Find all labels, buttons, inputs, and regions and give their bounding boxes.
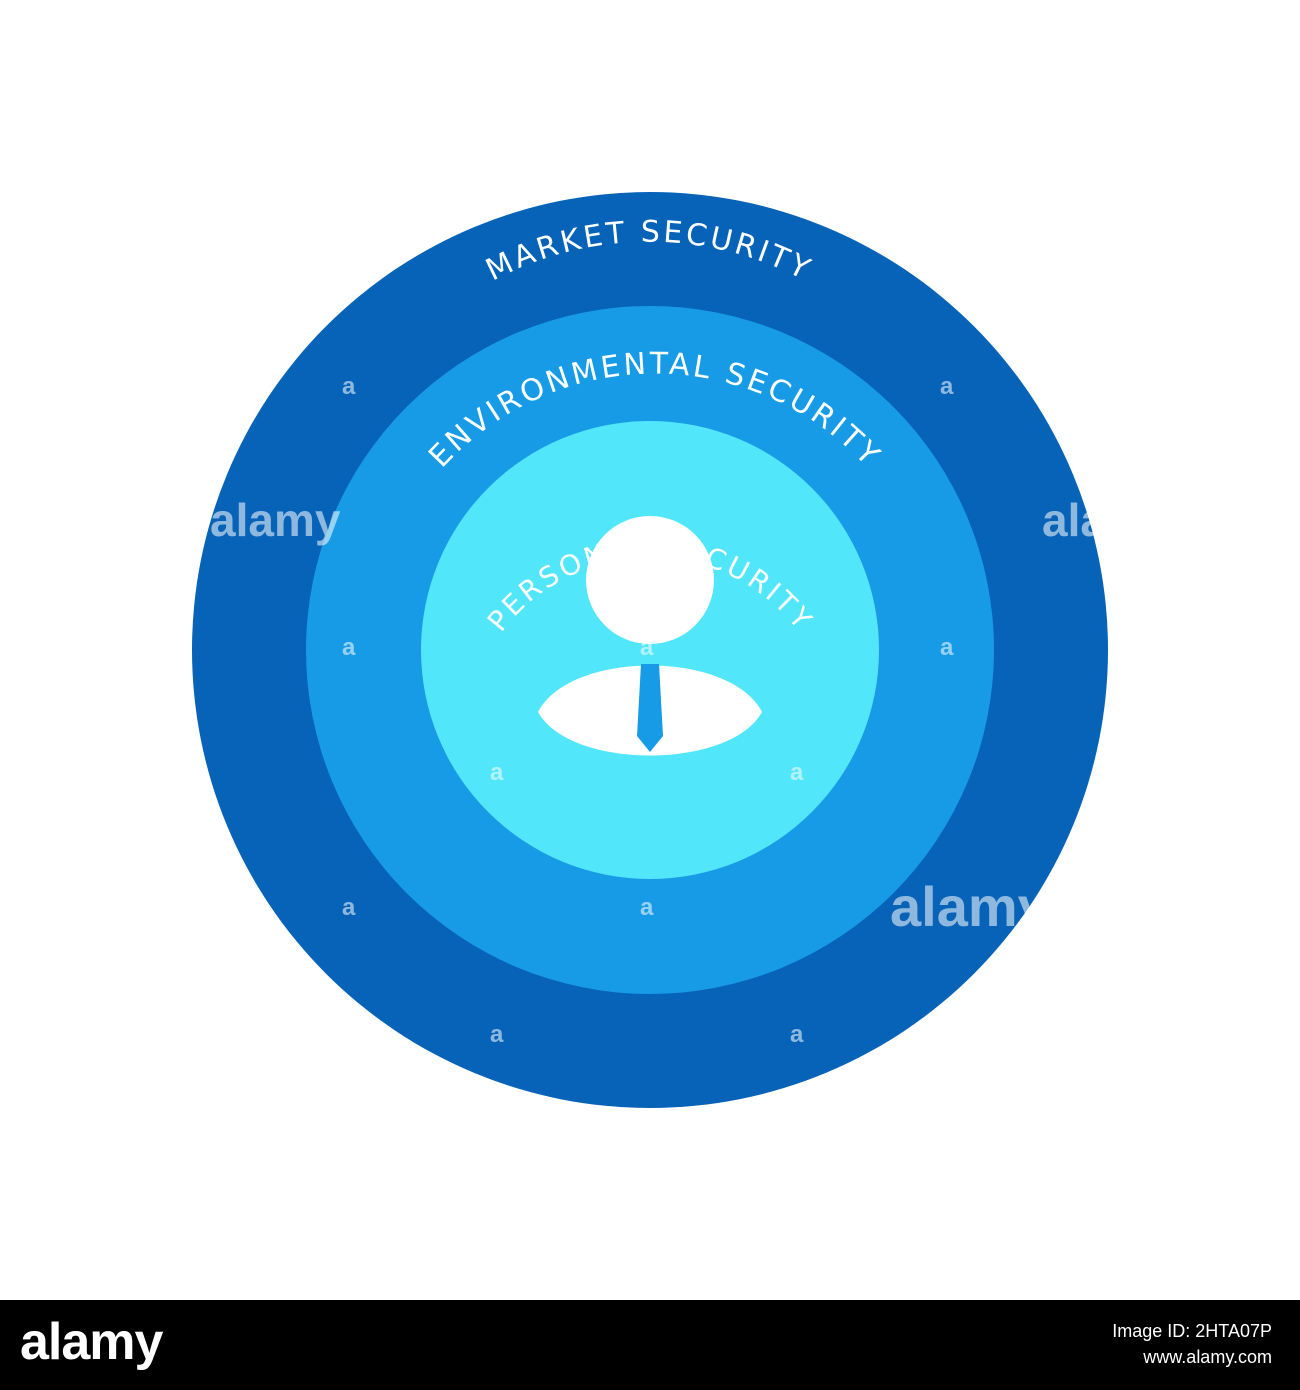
watermark-badge: a xyxy=(342,373,356,400)
inner-ring-personal xyxy=(421,421,879,879)
watermark-badge: a xyxy=(490,1021,504,1048)
watermark-badge: a xyxy=(790,1021,804,1048)
stock-footer-bar: alamy Image ID: 2HTA07P www.alamy.com xyxy=(0,1300,1300,1390)
watermark-text: alamy xyxy=(210,494,341,546)
watermark-badge: a xyxy=(490,759,504,786)
watermark-badge: a xyxy=(940,634,954,661)
site-url: www.alamy.com xyxy=(1143,1347,1272,1367)
image-id: Image ID: 2HTA07P xyxy=(1112,1321,1272,1341)
businessman-icon xyxy=(538,516,762,756)
watermark-layer: alamy alamy alamy a a a a a a a a a a a xyxy=(210,373,1173,1048)
footer-info: Image ID: 2HTA07P www.alamy.com xyxy=(1112,1318,1272,1370)
watermark-badge: a xyxy=(940,373,954,400)
person-head xyxy=(586,516,714,644)
diagram-canvas: alamy alamy alamy a a a a a a a a a a a … xyxy=(192,192,1173,1108)
watermark-text: alamy xyxy=(1042,494,1173,546)
watermark-badge: a xyxy=(640,894,654,921)
watermark-badge: a xyxy=(342,894,356,921)
concentric-security-diagram: alamy alamy alamy a a a a a a a a a a a … xyxy=(192,192,1173,1108)
necktie xyxy=(637,664,663,752)
watermark-badge: a xyxy=(790,759,804,786)
watermark-text: alamy xyxy=(890,875,1049,938)
watermark-badge: a xyxy=(342,634,356,661)
alamy-logo: alamy xyxy=(20,1313,163,1371)
